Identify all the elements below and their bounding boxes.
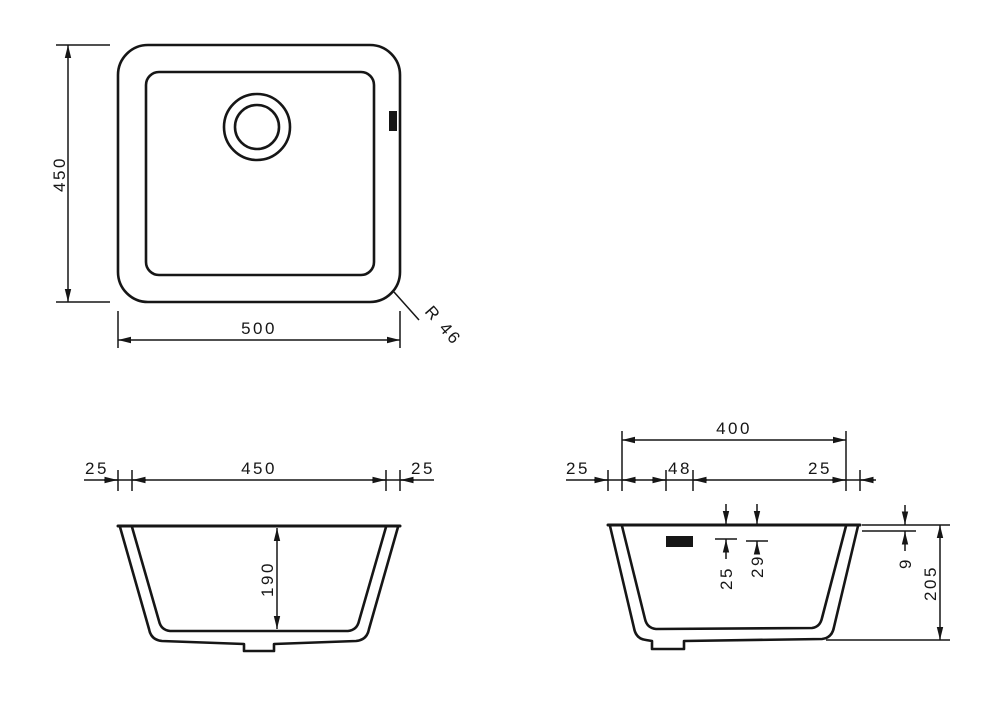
front-inner-wall: [130, 525, 388, 633]
dim-label-side-drain-width: 48: [668, 459, 692, 478]
dim-side-width-row: 25 48 25: [566, 459, 876, 491]
dim-rim-height: 9: [862, 505, 950, 569]
drain-fitting-mark: [666, 536, 693, 547]
dim-label-radius: R 46: [421, 302, 465, 349]
dim-top-height: 450: [50, 44, 110, 303]
front-outer-wall: [118, 525, 400, 653]
dim-label-rim-height: 9: [896, 557, 915, 569]
dim-label-front-inner-width: 450: [241, 459, 277, 478]
drain-inner-circle: [233, 103, 281, 151]
sink-inner-basin-outline: [144, 70, 376, 277]
dim-drain-top-depth: 25: [715, 504, 737, 590]
top-view: 450 500 R 46: [50, 43, 465, 349]
dim-label-width: 500: [241, 319, 277, 338]
dim-label-front-right-rim: 25: [411, 459, 435, 478]
side-view: 400 25 48 25 25: [566, 419, 950, 651]
side-outer-wall: [608, 524, 860, 651]
dim-label-height: 450: [50, 156, 69, 192]
dim-corner-radius: R 46: [393, 291, 465, 349]
dim-label-drain-bottom-depth: 29: [748, 554, 767, 578]
dim-top-width: 500: [117, 311, 401, 348]
dim-label-front-depth: 190: [258, 561, 277, 597]
dim-label-side-inner-length: 400: [716, 419, 752, 438]
drain-outer-circle: [222, 92, 292, 162]
side-inner-wall: [620, 524, 848, 631]
front-view: 25 450 25 190: [84, 459, 435, 653]
dim-total-depth: 205: [826, 525, 950, 641]
dim-drain-bottom-depth: 29: [746, 504, 768, 578]
dim-side-inner-length: 400: [621, 419, 847, 491]
overflow-mark: [389, 111, 397, 131]
dim-front-width-row: 25 450 25: [84, 459, 435, 491]
dim-label-drain-top-depth: 25: [717, 566, 736, 590]
dim-front-depth: 190: [258, 528, 281, 629]
dim-label-side-left-rim: 25: [566, 459, 590, 478]
dim-label-front-left-rim: 25: [85, 459, 109, 478]
dim-label-side-right-rim: 25: [808, 459, 832, 478]
sink-outer-outline: [116, 43, 402, 304]
dim-label-total-depth: 205: [921, 565, 940, 601]
